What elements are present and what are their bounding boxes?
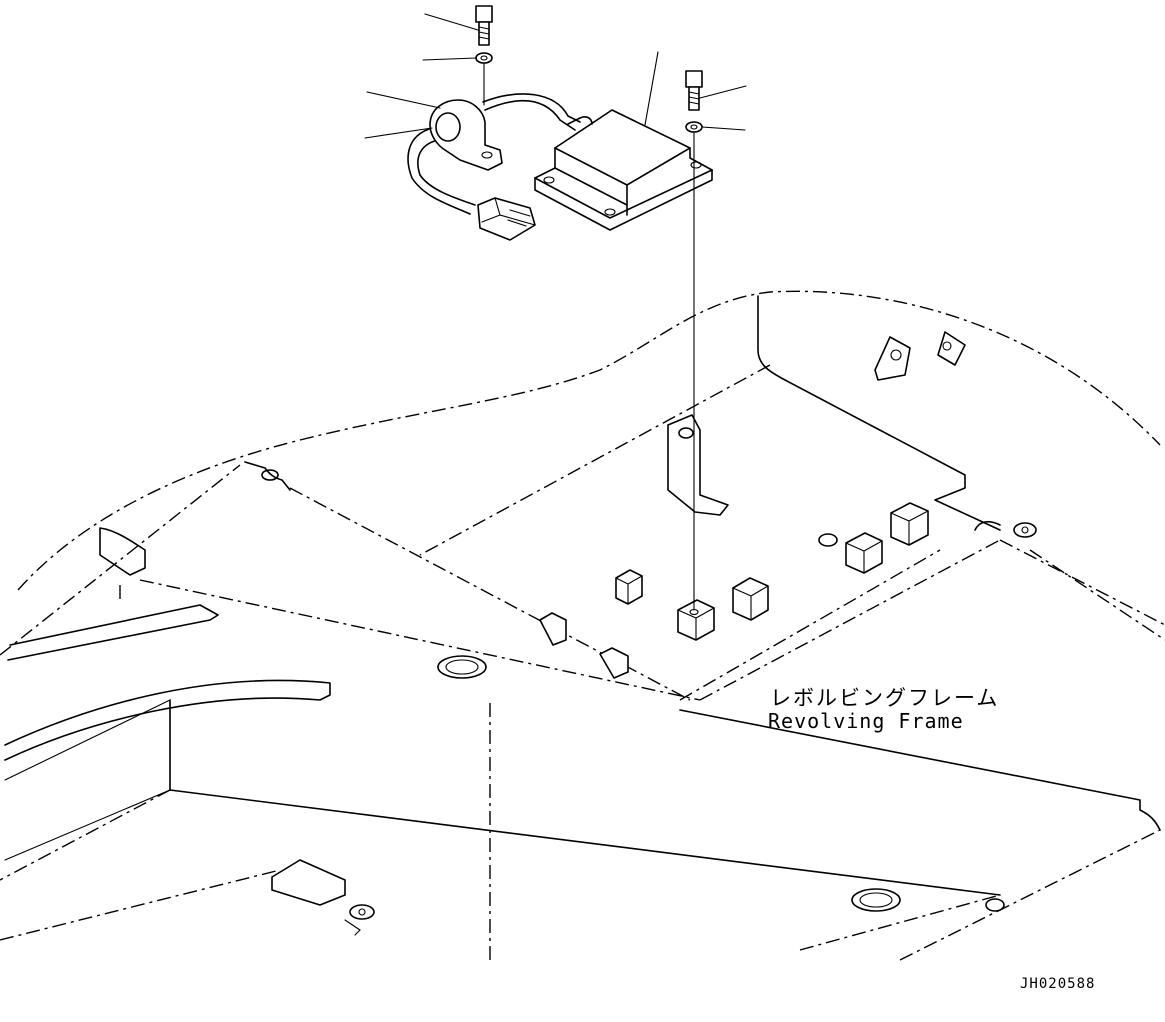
controller-box-icon (534, 109, 713, 231)
revolving-frame (0, 290, 1165, 961)
frame-label-japanese: レボルビングフレーム (770, 686, 1000, 710)
bolt-icon (685, 70, 703, 111)
bolt-icon (475, 5, 493, 46)
washer-icon (475, 52, 493, 64)
callout-leaders (364, 13, 747, 139)
controller-assembly (407, 5, 713, 611)
washer-icon (685, 121, 703, 133)
weld-nut-bosses (539, 502, 929, 679)
connector-icon (477, 197, 536, 241)
drawing-number: JH020588 (1020, 976, 1096, 992)
clamp-icon (429, 99, 503, 171)
frame-label-english: Revolving Frame (768, 709, 964, 733)
